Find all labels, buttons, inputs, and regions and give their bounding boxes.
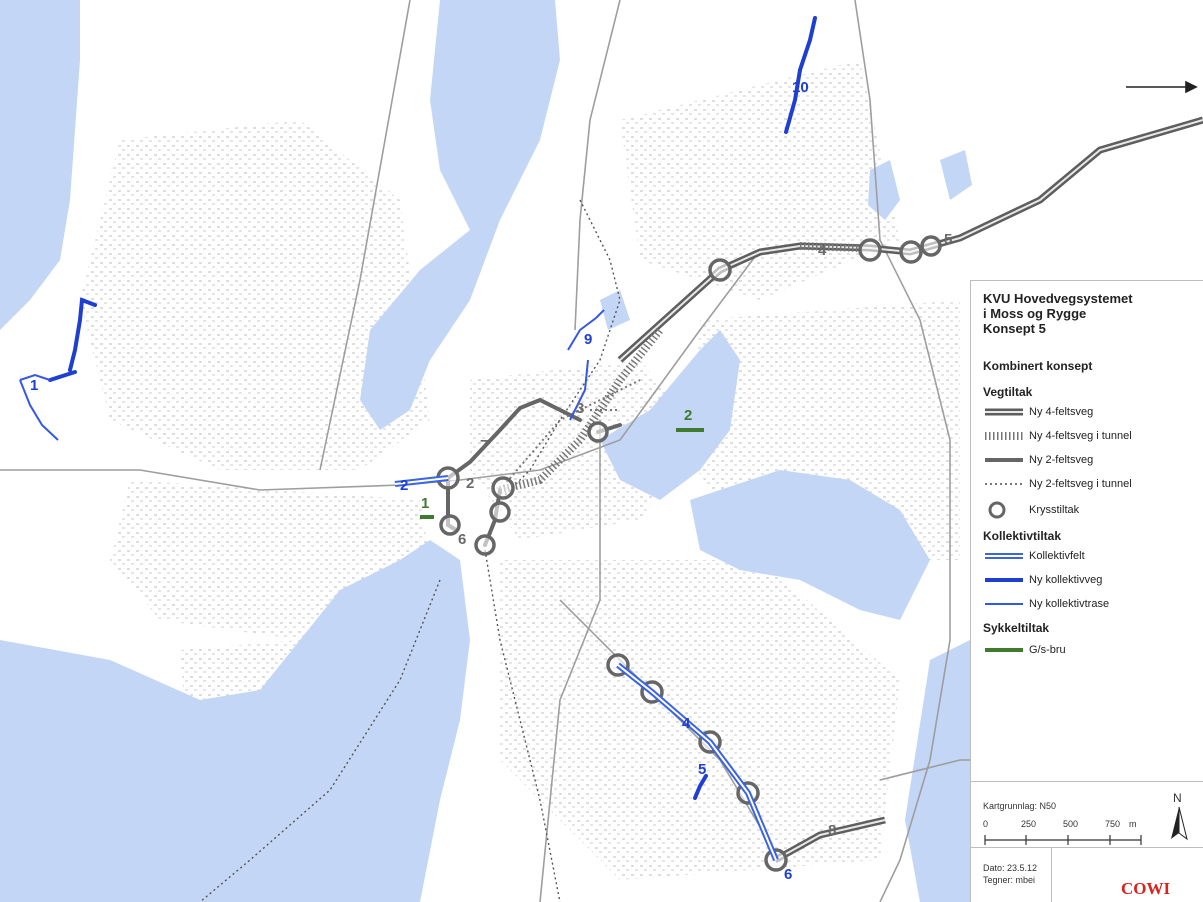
road-number-labels: 2 3 4 5 6 7 8 — [458, 231, 952, 839]
bus-lanes — [394, 475, 779, 862]
railway-lines — [199, 199, 621, 902]
direction-arrow — [1126, 80, 1198, 94]
transit-label-5: 5 — [698, 761, 706, 778]
bus-road-symbol-icon — [983, 571, 1025, 589]
legend-item-road-4lane-tunnel: Ny 4-feltsveg i tunnel — [983, 427, 1132, 445]
lake-middle — [690, 470, 930, 620]
legend-item-road-2lane-tunnel: Ny 2-feltsveg i tunnel — [983, 475, 1132, 493]
legend-item-bus-road: Ny kollektivveg — [983, 571, 1102, 589]
north-arrow: N — [1167, 791, 1191, 843]
map-drawer: Tegner: mbei — [983, 875, 1036, 885]
legend-item-bus-route: Ny kollektivtrase — [983, 595, 1109, 613]
legend-label: Ny 4-feltsveg — [1029, 406, 1094, 418]
transit-label-10: 10 — [792, 79, 809, 96]
legend-label: Kollektivfelt — [1029, 550, 1085, 562]
legend-label: G/s-bru — [1029, 644, 1066, 656]
road-2lane-symbol-icon — [983, 451, 1025, 469]
legend-title-line-1: KVU Hovedvegsystemet — [983, 291, 1133, 306]
legend-label: Ny 4-feltsveg i tunnel — [1029, 430, 1132, 442]
legend-divider — [971, 781, 1203, 782]
legend-title: KVU Hovedvegsystemet i Moss og Rygge Kon… — [983, 291, 1133, 336]
road-2lane-tunnel-symbol-icon — [983, 475, 1025, 493]
lake-east — [600, 330, 740, 500]
legend-divider — [971, 847, 1203, 848]
legend-item-bus-lane: Kollektivfelt — [983, 547, 1085, 565]
road-label-2: 2 — [466, 475, 474, 492]
road-label-7: 7 — [480, 437, 488, 454]
legend-label: Ny kollektivveg — [1029, 574, 1103, 586]
legend-label: Ny kollektivtrase — [1029, 598, 1110, 610]
road-label-8: 8 — [828, 822, 836, 839]
lake-east-edge — [905, 640, 970, 902]
map-legend: KVU Hovedvegsystemet i Moss og Rygge Kon… — [970, 280, 1203, 902]
transit-label-4: 4 — [682, 715, 691, 732]
transit-label-1: 1 — [30, 377, 38, 394]
legend-label: Ny 2-feltsveg — [1029, 454, 1094, 466]
basemap-source: Kartgrunnlag: N50 — [983, 801, 1057, 811]
bike-label-2: 2 — [684, 407, 692, 424]
sea-south-west — [0, 540, 470, 902]
vansjo-inlet — [360, 0, 560, 430]
legend-title-line-2: i Moss og Rygge — [983, 306, 1087, 321]
legend-item-junction: Krysstiltak — [983, 501, 1079, 519]
new-bus-routes — [19, 309, 605, 441]
transit-label-2: 2 — [400, 477, 408, 494]
road-label-4: 4 — [818, 242, 827, 259]
north-label: N — [1173, 791, 1182, 805]
road-4lane-tunnel-symbol-icon — [983, 427, 1025, 445]
legend-divider-vertical — [1051, 847, 1052, 902]
legend-item-road-4lane: Ny 4-feltsveg — [983, 403, 1093, 421]
bike-label-1: 1 — [421, 495, 429, 512]
transit-number-labels: 1 2 4 5 6 9 10 — [30, 79, 809, 883]
legend-item-road-2lane: Ny 2-feltsveg — [983, 451, 1093, 469]
new-bus-roads — [48, 16, 817, 800]
water-bodies — [0, 0, 972, 902]
legend-heading-vegtiltak: Vegtiltak — [983, 385, 1033, 399]
bike-number-labels: 1 2 — [421, 407, 692, 512]
legend-label: Krysstiltak — [1029, 504, 1080, 516]
scale-tick-label: 0 — [983, 819, 989, 829]
scale-tick-label: 250 — [1021, 819, 1037, 829]
legend-item-bike-bridge: G/s-bru — [983, 641, 1066, 659]
company-logo: COWI — [1121, 879, 1171, 898]
road-label-5: 5 — [944, 231, 952, 248]
scale-tick-label: 750 — [1105, 819, 1121, 829]
lake-small-3 — [600, 290, 630, 330]
scale-tick-label: 500 — [1063, 819, 1079, 829]
legend-subtitle: Kombinert konsept — [983, 359, 1093, 373]
bike-bridges — [420, 428, 704, 519]
bus-route-symbol-icon — [983, 595, 1025, 613]
north-arrow-icon — [1171, 806, 1188, 841]
lake-small-2 — [940, 150, 972, 200]
road-4lane-symbol-icon — [983, 403, 1025, 421]
fjord-west — [0, 0, 80, 330]
legend-label: Ny 2-feltsveg i tunnel — [1029, 478, 1132, 490]
road-label-3: 3 — [576, 400, 584, 417]
road-label-6: 6 — [458, 531, 466, 548]
scale-bar-graphic — [984, 835, 1142, 845]
transit-label-6: 6 — [784, 866, 792, 883]
transit-label-9: 9 — [584, 331, 592, 348]
legend-heading-sykkeltiltak: Sykkeltiltak — [983, 621, 1050, 635]
junction-circle-symbol-icon — [983, 501, 1025, 519]
scale-unit: m — [1129, 819, 1137, 829]
legend-title-line-3: Konsept 5 — [983, 321, 1046, 336]
new-2lane-tunnel — [499, 379, 641, 491]
map-date: Dato: 23.5.12 — [983, 863, 1038, 873]
legend-heading-kollektivtiltak: Kollektivtiltak — [983, 529, 1062, 543]
scale-bar: 0 250 500 750 m — [983, 819, 1153, 849]
new-4lane-road — [617, 116, 1203, 864]
bus-lane-symbol-icon — [983, 547, 1025, 565]
bike-bridge-symbol-icon — [983, 641, 1025, 659]
